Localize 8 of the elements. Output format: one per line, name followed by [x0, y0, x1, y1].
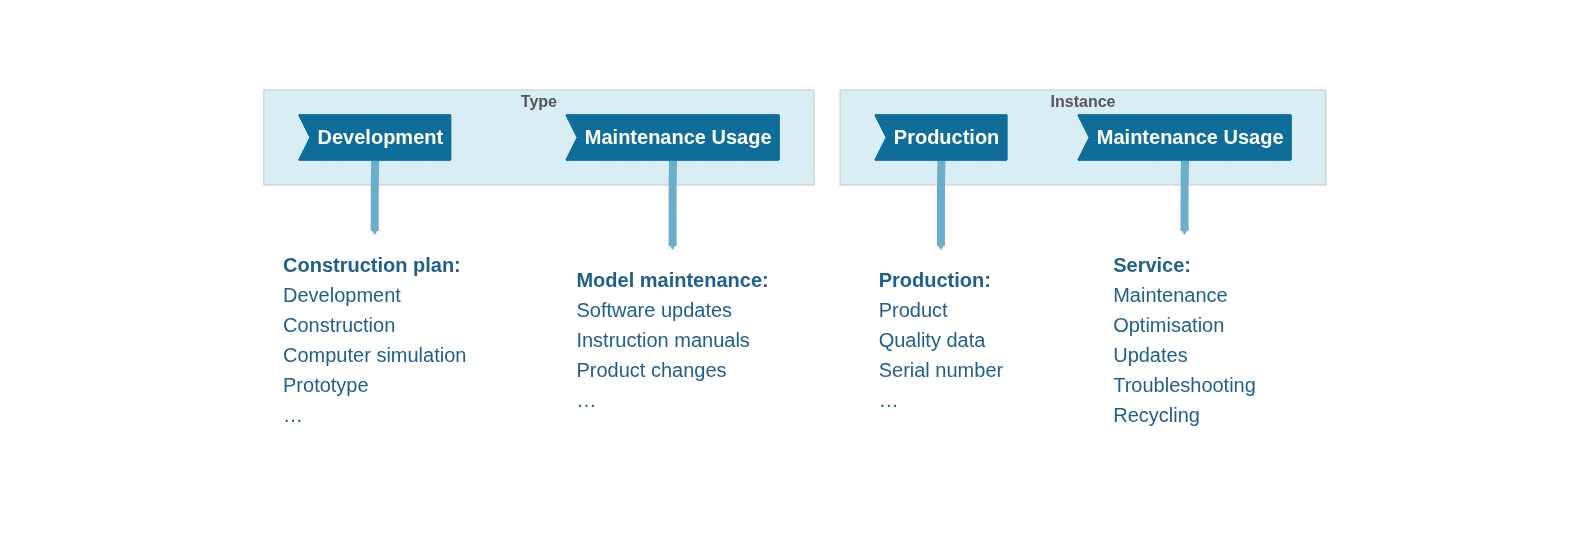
node-text: Service: Maintenance Optimisation Updates Troubleshooting Recycling [1113, 253, 1257, 426]
arrow [1180, 159, 1190, 235]
node-text: Production: Product Quality data Serial number … [879, 268, 1004, 411]
arrow [370, 159, 380, 235]
node-text: Model maintenance: Software updates Instruction manuals Product changes … [576, 268, 770, 411]
arrow [937, 159, 946, 250]
node-text: Construction plan: Development Construction Computer simulation Prototype … [283, 253, 467, 426]
arrow [668, 159, 678, 250]
